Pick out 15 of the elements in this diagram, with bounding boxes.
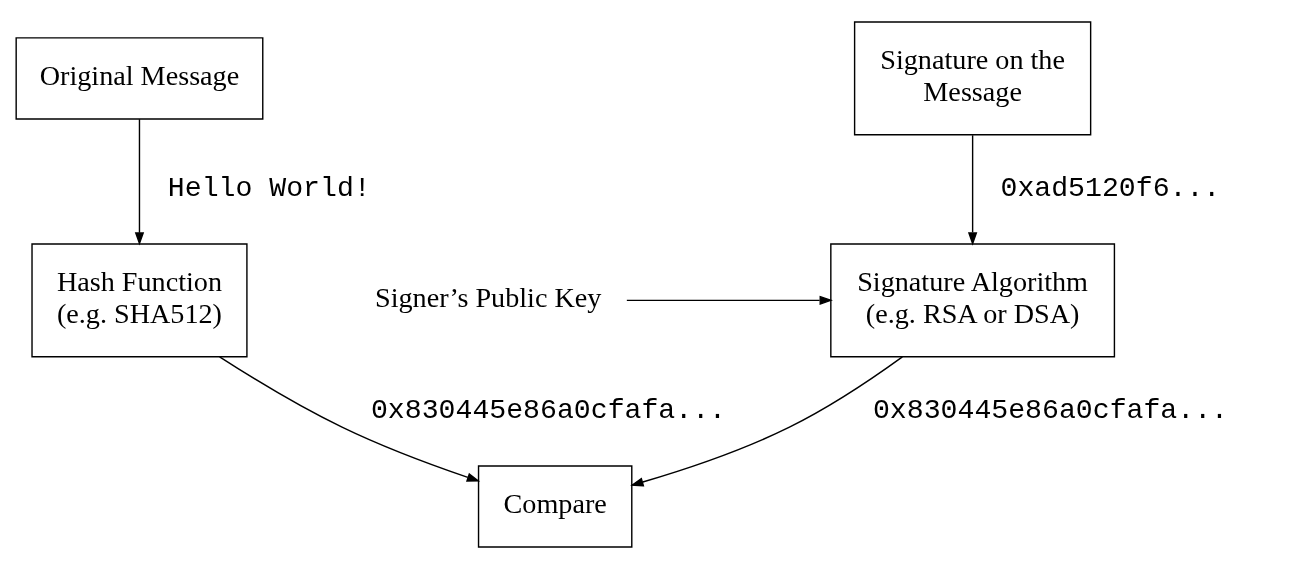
node-box: Hash Function (e.g. SHA512) [31,242,248,357]
node-box: Signature Algorithm (e.g. RSA or DSA) [830,242,1116,357]
node-box: Original Message [15,36,264,120]
arrow [630,355,904,486]
arrow [134,118,145,246]
node-box: Signature on the Message [853,20,1092,135]
edge-label: 0x830445e86a0cfafa... [872,394,1228,426]
arrow [626,295,833,305]
edge-label: 0x830445e86a0cfafa... [370,394,726,426]
edge-label: 0xad5120f6... [1000,172,1221,204]
node-text: Signer’s Public Key [375,281,602,313]
arrow [967,134,978,246]
node-box: Compare [477,464,633,548]
edge-label: Hello World! [167,172,371,204]
arrow [218,355,481,482]
